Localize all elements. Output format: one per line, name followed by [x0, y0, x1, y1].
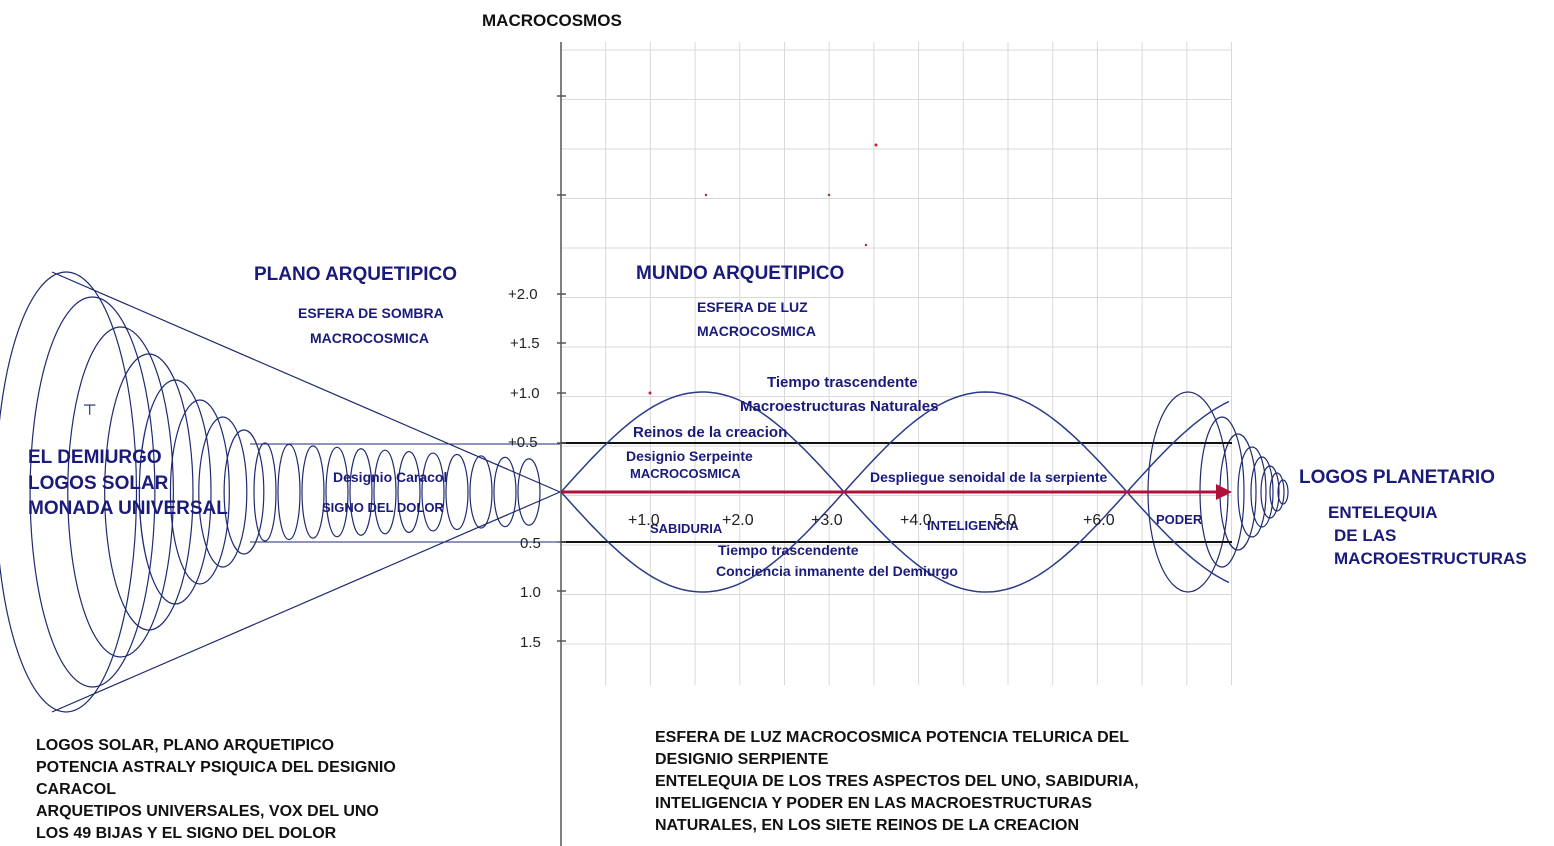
tube-ellipse [373, 449, 397, 535]
y-tick-label: 1.0 [520, 584, 541, 601]
tube-ellipse [301, 445, 325, 539]
cone-ellipse [0, 271, 138, 713]
left-ellipse-cone [0, 271, 541, 713]
logos-planetario-title: LOGOS PLANETARIO [1299, 467, 1495, 488]
designio-caracol-label: Designio Caracol [333, 469, 448, 485]
cone-ellipse [138, 379, 212, 605]
signo-dolor-label: SIGNO DEL DOLOR [322, 500, 444, 515]
plano-arquetipico-title: PLANO ARQUETIPICO [254, 264, 458, 285]
tube-ellipse [349, 448, 373, 536]
tiempo-trascendente-top: Tiempo trascendente [767, 374, 918, 391]
y-tick-label: 0.5 [520, 535, 541, 552]
tube-ellipse [445, 453, 469, 531]
bottom-left-line: LOS 49 BIJAS Y EL SIGNO DEL DOLOR [36, 825, 337, 842]
logos-solar-label: LOGOS SOLAR [28, 473, 169, 494]
cone-ellipse [104, 353, 194, 631]
macroestructuras-label: Macroestructuras Naturales [740, 398, 939, 415]
sabiduria-label: SABIDURIA [650, 521, 723, 536]
grid [560, 42, 1232, 685]
bottom-right-line: NATURALES, EN LOS SIETE REINOS DE LA CRE… [655, 817, 1080, 834]
right-cone-ellipse [1237, 446, 1267, 538]
x-tick-label: +4.0 [900, 512, 932, 529]
x-tick-label: 5.0 [994, 512, 1017, 529]
cone-ellipse [29, 296, 156, 688]
tube-ellipse [469, 455, 493, 529]
bottom-right-line: DESIGNIO SERPIENTE [655, 751, 829, 768]
y-tick-label: +1.5 [510, 335, 540, 352]
bottom-left-line: ARQUETIPOS UNIVERSALES, VOX DEL UNO [36, 803, 379, 820]
right-cone-ellipse [1277, 479, 1289, 505]
poder-label: PODER [1156, 512, 1203, 527]
cone-ellipse [67, 326, 174, 658]
red-arrow-head [1216, 484, 1232, 500]
bottom-right-line: INTELIGENCIA Y PODER EN LAS MACROESTRUCT… [655, 795, 1093, 812]
cone-lower-edge [51, 491, 561, 713]
bottom-left-line: POTENCIA ASTRALY PSIQUICA DEL DESIGNIO [36, 759, 396, 776]
y-tick-label: 1.5 [520, 634, 541, 651]
de-las-label: DE LAS [1334, 526, 1397, 545]
designio-serpiente-label: Designio Serpeinte [626, 448, 753, 464]
sine-wave-serpent-inverse [560, 391, 1230, 593]
monada-universal-label: MONADA UNIVERSAL [28, 498, 228, 519]
y-tick-label: +0.5 [508, 434, 538, 451]
conciencia-label: Conciencia inmanente del Demiurgo [716, 563, 958, 579]
x-tick-label: +1.0 [628, 512, 660, 529]
right-cone-ellipse [1269, 472, 1285, 512]
cone-ellipse [223, 429, 265, 555]
cone-ellipse [198, 416, 248, 568]
esfera-sombra-label: ESFERA DE SOMBRA [298, 305, 444, 321]
demiurgo-label: EL DEMIURGO [28, 447, 162, 468]
macroestructuras-right-label: MACROESTRUCTURAS [1334, 549, 1527, 568]
tube-ellipse [325, 446, 349, 538]
bottom-left-line: CARACOL [36, 781, 116, 798]
tube-ellipse [253, 442, 277, 542]
tube-ellipse [421, 452, 445, 532]
reinos-label: Reinos de la creacion [633, 424, 788, 441]
x-tick-label: +6.0 [1083, 512, 1115, 529]
tiempo-trascendente-bottom: Tiempo trascendente [718, 542, 859, 558]
right-cone-ellipse [1260, 465, 1280, 519]
tube-ellipse [397, 451, 421, 533]
tube-ellipse [277, 443, 301, 541]
tube-ellipse [493, 456, 517, 528]
mundo-macrocosmica-label: MACROCOSMICA [697, 323, 816, 339]
plano-macrocosmica-label: MACROCOSMICA [310, 330, 429, 346]
bottom-right-text: ESFERA DE LUZ MACROCOSMICA POTENCIA TELU… [655, 727, 1139, 837]
red-marks [648, 143, 878, 395]
y-tick-label: +1.0 [510, 385, 540, 402]
y-tick-label: +2.0 [508, 286, 538, 303]
despliegue-label: Despliegue senoidal de la serpiente [870, 469, 1108, 485]
esfera-luz-label: ESFERA DE LUZ [697, 299, 808, 315]
entelequia-label: ENTELEQUIA [1328, 503, 1438, 522]
tube-ellipse [517, 458, 541, 526]
mundo-arquetipico-title: MUNDO ARQUETIPICO [636, 263, 845, 284]
bottom-left-text: LOGOS SOLAR, PLANO ARQUETIPICO POTENCIA … [36, 735, 396, 845]
inteligencia-label: INTELIGENCIA [927, 518, 1019, 533]
cone-ellipse [169, 399, 230, 585]
sine-wave-serpent [560, 391, 1230, 593]
left-tick-mark: ┬ [83, 397, 96, 416]
cone-upper-edge [51, 271, 561, 493]
axis-tick-marks [557, 95, 566, 642]
axis-title-top: MACROCOSMOS [482, 11, 622, 30]
x-tick-label: +3.0 [811, 512, 843, 529]
serpiente-macrocosmica-label: MACROCOSMICA [630, 466, 741, 481]
x-tick-label: +2.0 [722, 512, 754, 529]
right-cone-ellipse [1250, 456, 1274, 528]
bottom-right-line: ESFERA DE LUZ MACROCOSMICA POTENCIA TELU… [655, 729, 1130, 746]
bottom-right-line: ENTELEQUIA DE LOS TRES ASPECTOS DEL UNO,… [655, 773, 1139, 790]
bottom-left-line: LOGOS SOLAR, PLANO ARQUETIPICO [36, 737, 335, 754]
